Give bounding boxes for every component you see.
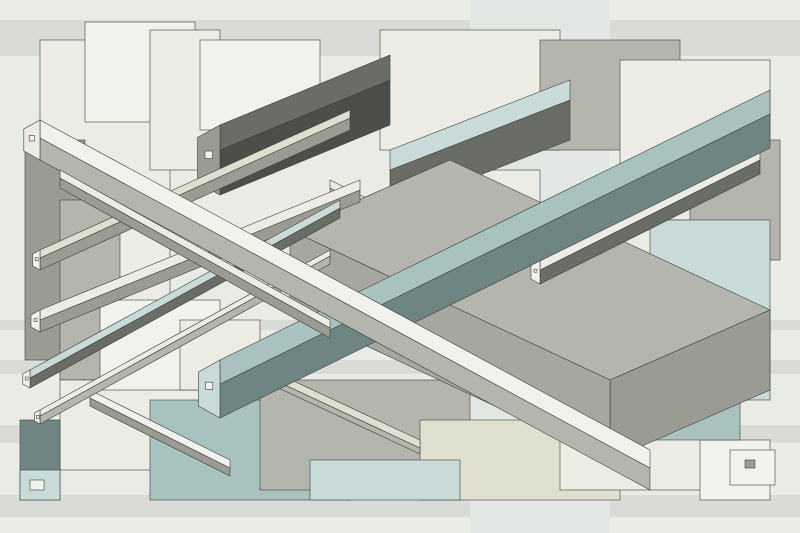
beam-end-hole [204,150,213,159]
beam-end-hole [24,376,29,381]
beam-top-face [389,79,571,171]
beam [269,369,421,455]
beam-end-hole [33,318,38,322]
beam-end-hole [28,135,35,142]
cube-hole [744,459,756,469]
beam-top-face [59,169,331,329]
beam-end-hole [36,415,40,419]
beam-end-hole [34,257,39,261]
beams-layer [19,89,776,501]
beam [23,119,651,491]
background-box [309,459,461,501]
beam-end-hole [533,268,538,273]
beam [59,169,331,339]
cube-hole [29,479,45,491]
beam [32,109,351,271]
beam-end-hole [205,381,214,390]
beam [89,389,231,477]
